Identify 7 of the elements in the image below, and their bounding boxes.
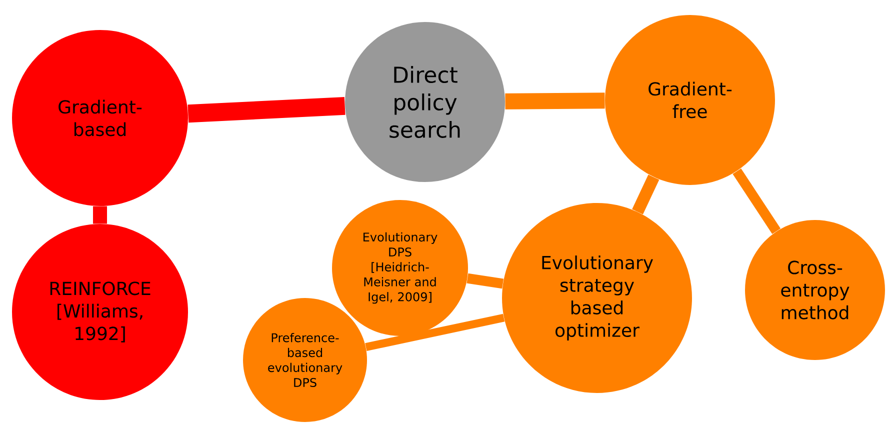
- connector: [365, 314, 505, 351]
- connector: [93, 206, 107, 224]
- connector: [505, 92, 605, 110]
- connector: [632, 174, 660, 214]
- connector: [466, 273, 504, 289]
- connector: [732, 168, 781, 234]
- connector: [188, 96, 346, 123]
